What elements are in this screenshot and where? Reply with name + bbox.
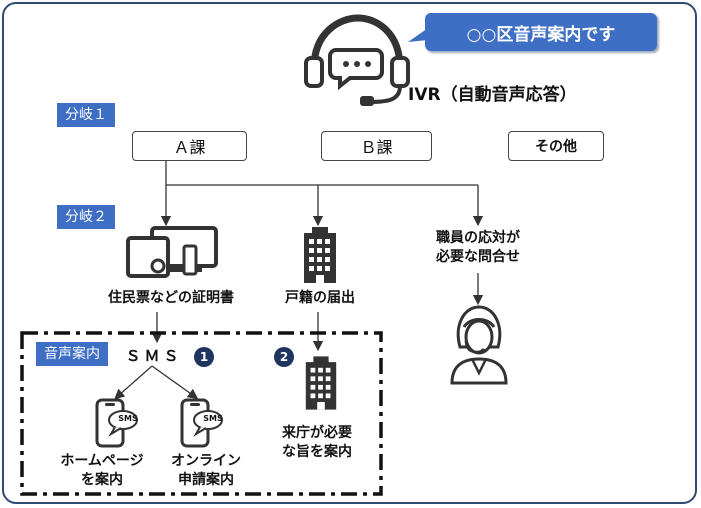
visit-label-line2: な旨を案内	[282, 444, 352, 460]
step-badge-2: 2	[274, 347, 294, 367]
smartphone-sms-icon	[180, 398, 223, 448]
homepage-label-line2: を案内	[81, 472, 123, 488]
branch1-tag: 分岐１	[57, 103, 115, 127]
certificates-label: 住民票などの証明書	[108, 290, 234, 306]
staff-label-line2: 必要な問合せ	[436, 249, 520, 265]
visit-required-label: 来庁が必要 な旨を案内	[262, 424, 372, 462]
step-badge-1: 1	[194, 347, 214, 367]
ivr-label: IVR（自動音声応答）	[408, 85, 577, 105]
online-label-line2: 申請案内	[178, 472, 234, 488]
option-other-box: その他	[508, 131, 604, 161]
city-hall-building-icon	[305, 356, 337, 410]
sms-label: ＳＭＳ	[125, 347, 183, 365]
sms-bubble-text-2: SMS	[203, 414, 223, 423]
building-icon	[304, 227, 336, 283]
homepage-label-line1: ホームページ	[60, 453, 144, 469]
voice-greeting-callout: ○○区音声案内です	[425, 13, 657, 51]
family-register-label: 戸籍の届出	[285, 290, 355, 306]
staff-inquiry-label: 職員の応対が 必要な問合せ	[414, 229, 542, 267]
smartphone-sms-icon	[95, 398, 138, 448]
online-label-line1: オンライン	[171, 453, 241, 469]
headset-icon	[304, 14, 410, 106]
visit-label-line1: 来庁が必要	[282, 425, 352, 441]
option-b-box: Ｂ課	[321, 131, 432, 161]
staff-label-line1: 職員の応対が	[436, 230, 520, 246]
option-a-box: Ａ課	[132, 131, 247, 161]
homepage-guide-label: ホームページ を案内	[42, 452, 162, 490]
sms-bubble-text-1: SMS	[118, 414, 138, 423]
callout-pointer	[408, 28, 428, 42]
voice-guidance-tag: 音声案内	[36, 342, 108, 366]
diagram-frame	[2, 2, 697, 504]
online-application-label: オンライン 申請案内	[156, 452, 256, 490]
operator-icon	[450, 305, 508, 385]
branch2-tag: 分岐２	[57, 205, 115, 229]
devices-icon	[126, 226, 218, 278]
